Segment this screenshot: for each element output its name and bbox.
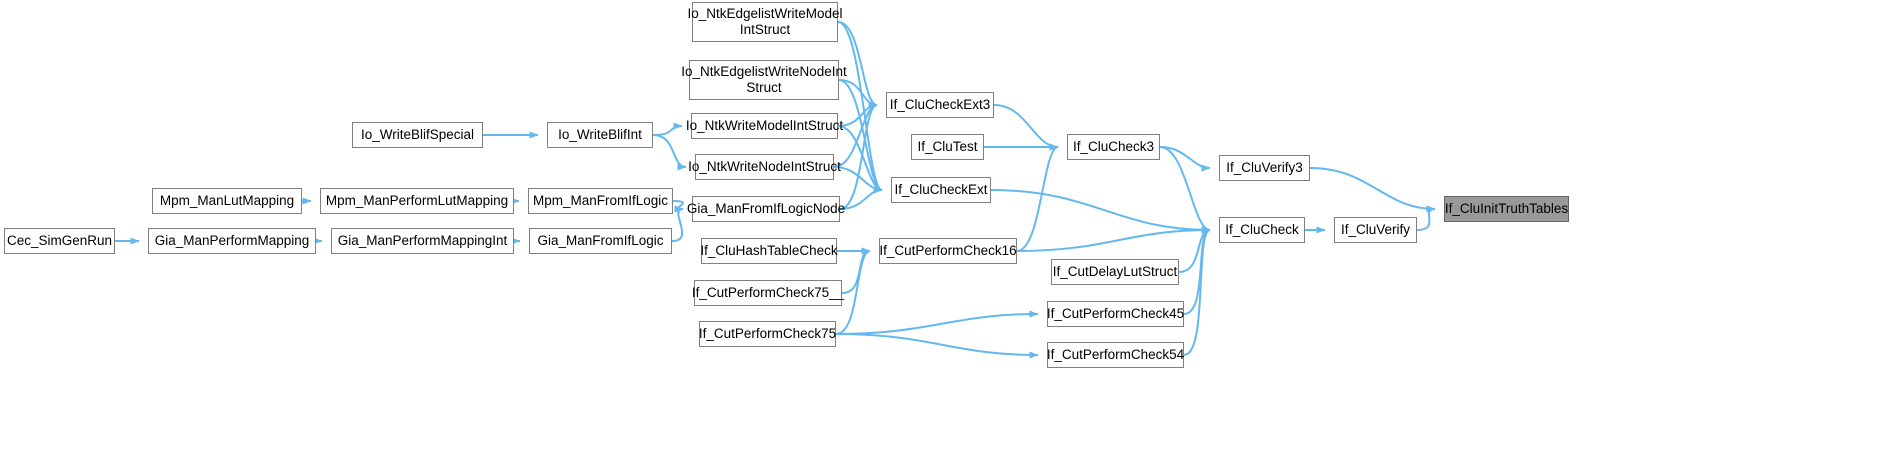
graph-edge: [841, 247, 871, 294]
graph-node-if_cluverify[interactable]: If_CluVerify: [1334, 217, 1417, 243]
graph-node-if_clucheck[interactable]: If_CluCheck: [1219, 217, 1305, 243]
graph-edge: [837, 21, 883, 194]
graph-edge: [837, 125, 883, 194]
graph-node-gia_manfromiflogic[interactable]: Gia_ManFromIfLogic: [529, 228, 672, 254]
graph-node-if_cutperformcheck16[interactable]: If_CutPerformCheck16: [879, 238, 1017, 264]
graph-node-if_cutperformcheck75[interactable]: If_CutPerformCheck75: [699, 321, 836, 347]
graph-node-io_writeblifspecial[interactable]: Io_WriteBlifSpecial: [352, 122, 483, 148]
graph-edge: [835, 333, 1039, 359]
graph-edge: [1183, 226, 1211, 356]
graph-node-io_ntkedgelistwritemodelintstruct[interactable]: Io_NtkEdgelistWriteModel IntStruct: [687, 2, 843, 42]
graph-edge: [839, 186, 883, 210]
graph-node-if_clutest[interactable]: If_CluTest: [911, 134, 984, 160]
graph-node-if_cutperformcheck45[interactable]: If_CutPerformCheck45: [1047, 301, 1184, 327]
graph-node-gia_manperformmapping[interactable]: Gia_ManPerformMapping: [148, 228, 316, 254]
graph-node-if_cutperformcheck75__[interactable]: If_CutPerformCheck75__: [692, 280, 844, 306]
graph-edge: [652, 134, 687, 171]
graph-edge: [1183, 226, 1211, 315]
graph-node-if_cluhashtablecheck[interactable]: If_CluHashTableCheck: [700, 238, 838, 264]
graph-edge: [1159, 146, 1211, 172]
graph-edge: [1016, 143, 1059, 252]
graph-node-if_cutperformcheck54[interactable]: If_CutPerformCheck54: [1047, 342, 1184, 368]
graph-edge: [990, 189, 1211, 234]
graph-edge: [838, 79, 883, 194]
graph-edge: [672, 200, 684, 213]
graph-node-gia_manperformmappingint[interactable]: Gia_ManPerformMappingInt: [331, 228, 514, 254]
graph-node-if_cluverify3[interactable]: If_CluVerify3: [1219, 155, 1310, 181]
graph-edge: [1178, 226, 1211, 273]
graph-edge: [671, 205, 684, 242]
graph-edge: [835, 310, 1039, 335]
graph-node-if_cutdelaylutstruct[interactable]: If_CutDelayLutStruct: [1051, 259, 1179, 285]
graph-node-if_cluinittruthtables[interactable]: If_CluInitTruthTables: [1444, 196, 1569, 222]
graph-node-cec_simgenrun[interactable]: Cec_SimGenRun: [4, 228, 115, 254]
graph-node-mpm_manfromiflogic[interactable]: Mpm_ManFromIfLogic: [528, 188, 673, 214]
graph-edge: [833, 101, 878, 168]
graph-node-if_clucheckext3[interactable]: If_CluCheckExt3: [886, 92, 994, 118]
graph-edge: [1416, 205, 1436, 231]
graph-edge: [837, 101, 878, 127]
graph-node-gia_manfromiflogicnode[interactable]: Gia_ManFromIfLogicNode: [687, 196, 845, 222]
graph-node-mpm_manperformlutmapping[interactable]: Mpm_ManPerformLutMapping: [320, 188, 514, 214]
graph-edge: [1159, 146, 1211, 234]
graph-edge: [1016, 226, 1211, 252]
graph-node-mpm_manlutmapping[interactable]: Mpm_ManLutMapping: [152, 188, 302, 214]
graph-node-io_ntkwritemodelintstruct[interactable]: Io_NtkWriteModelIntStruct: [686, 113, 843, 139]
graph-node-if_clucheck3[interactable]: If_CluCheck3: [1067, 134, 1160, 160]
graph-edge: [839, 101, 878, 210]
graph-edge: [993, 104, 1059, 151]
graph-edge: [1309, 167, 1436, 213]
graph-node-io_writeblifint[interactable]: Io_WriteBlifInt: [547, 122, 653, 148]
graph-edge: [833, 166, 883, 194]
graph-node-if_clucheckext[interactable]: If_CluCheckExt: [891, 177, 991, 203]
graph-node-io_ntkedgelistwritenodeintstruct[interactable]: Io_NtkEdgelistWriteNodeInt Struct: [681, 60, 847, 100]
graph-edge: [652, 122, 683, 136]
graph-node-io_ntkwritenodeintstruct[interactable]: Io_NtkWriteNodeIntStruct: [688, 154, 841, 180]
